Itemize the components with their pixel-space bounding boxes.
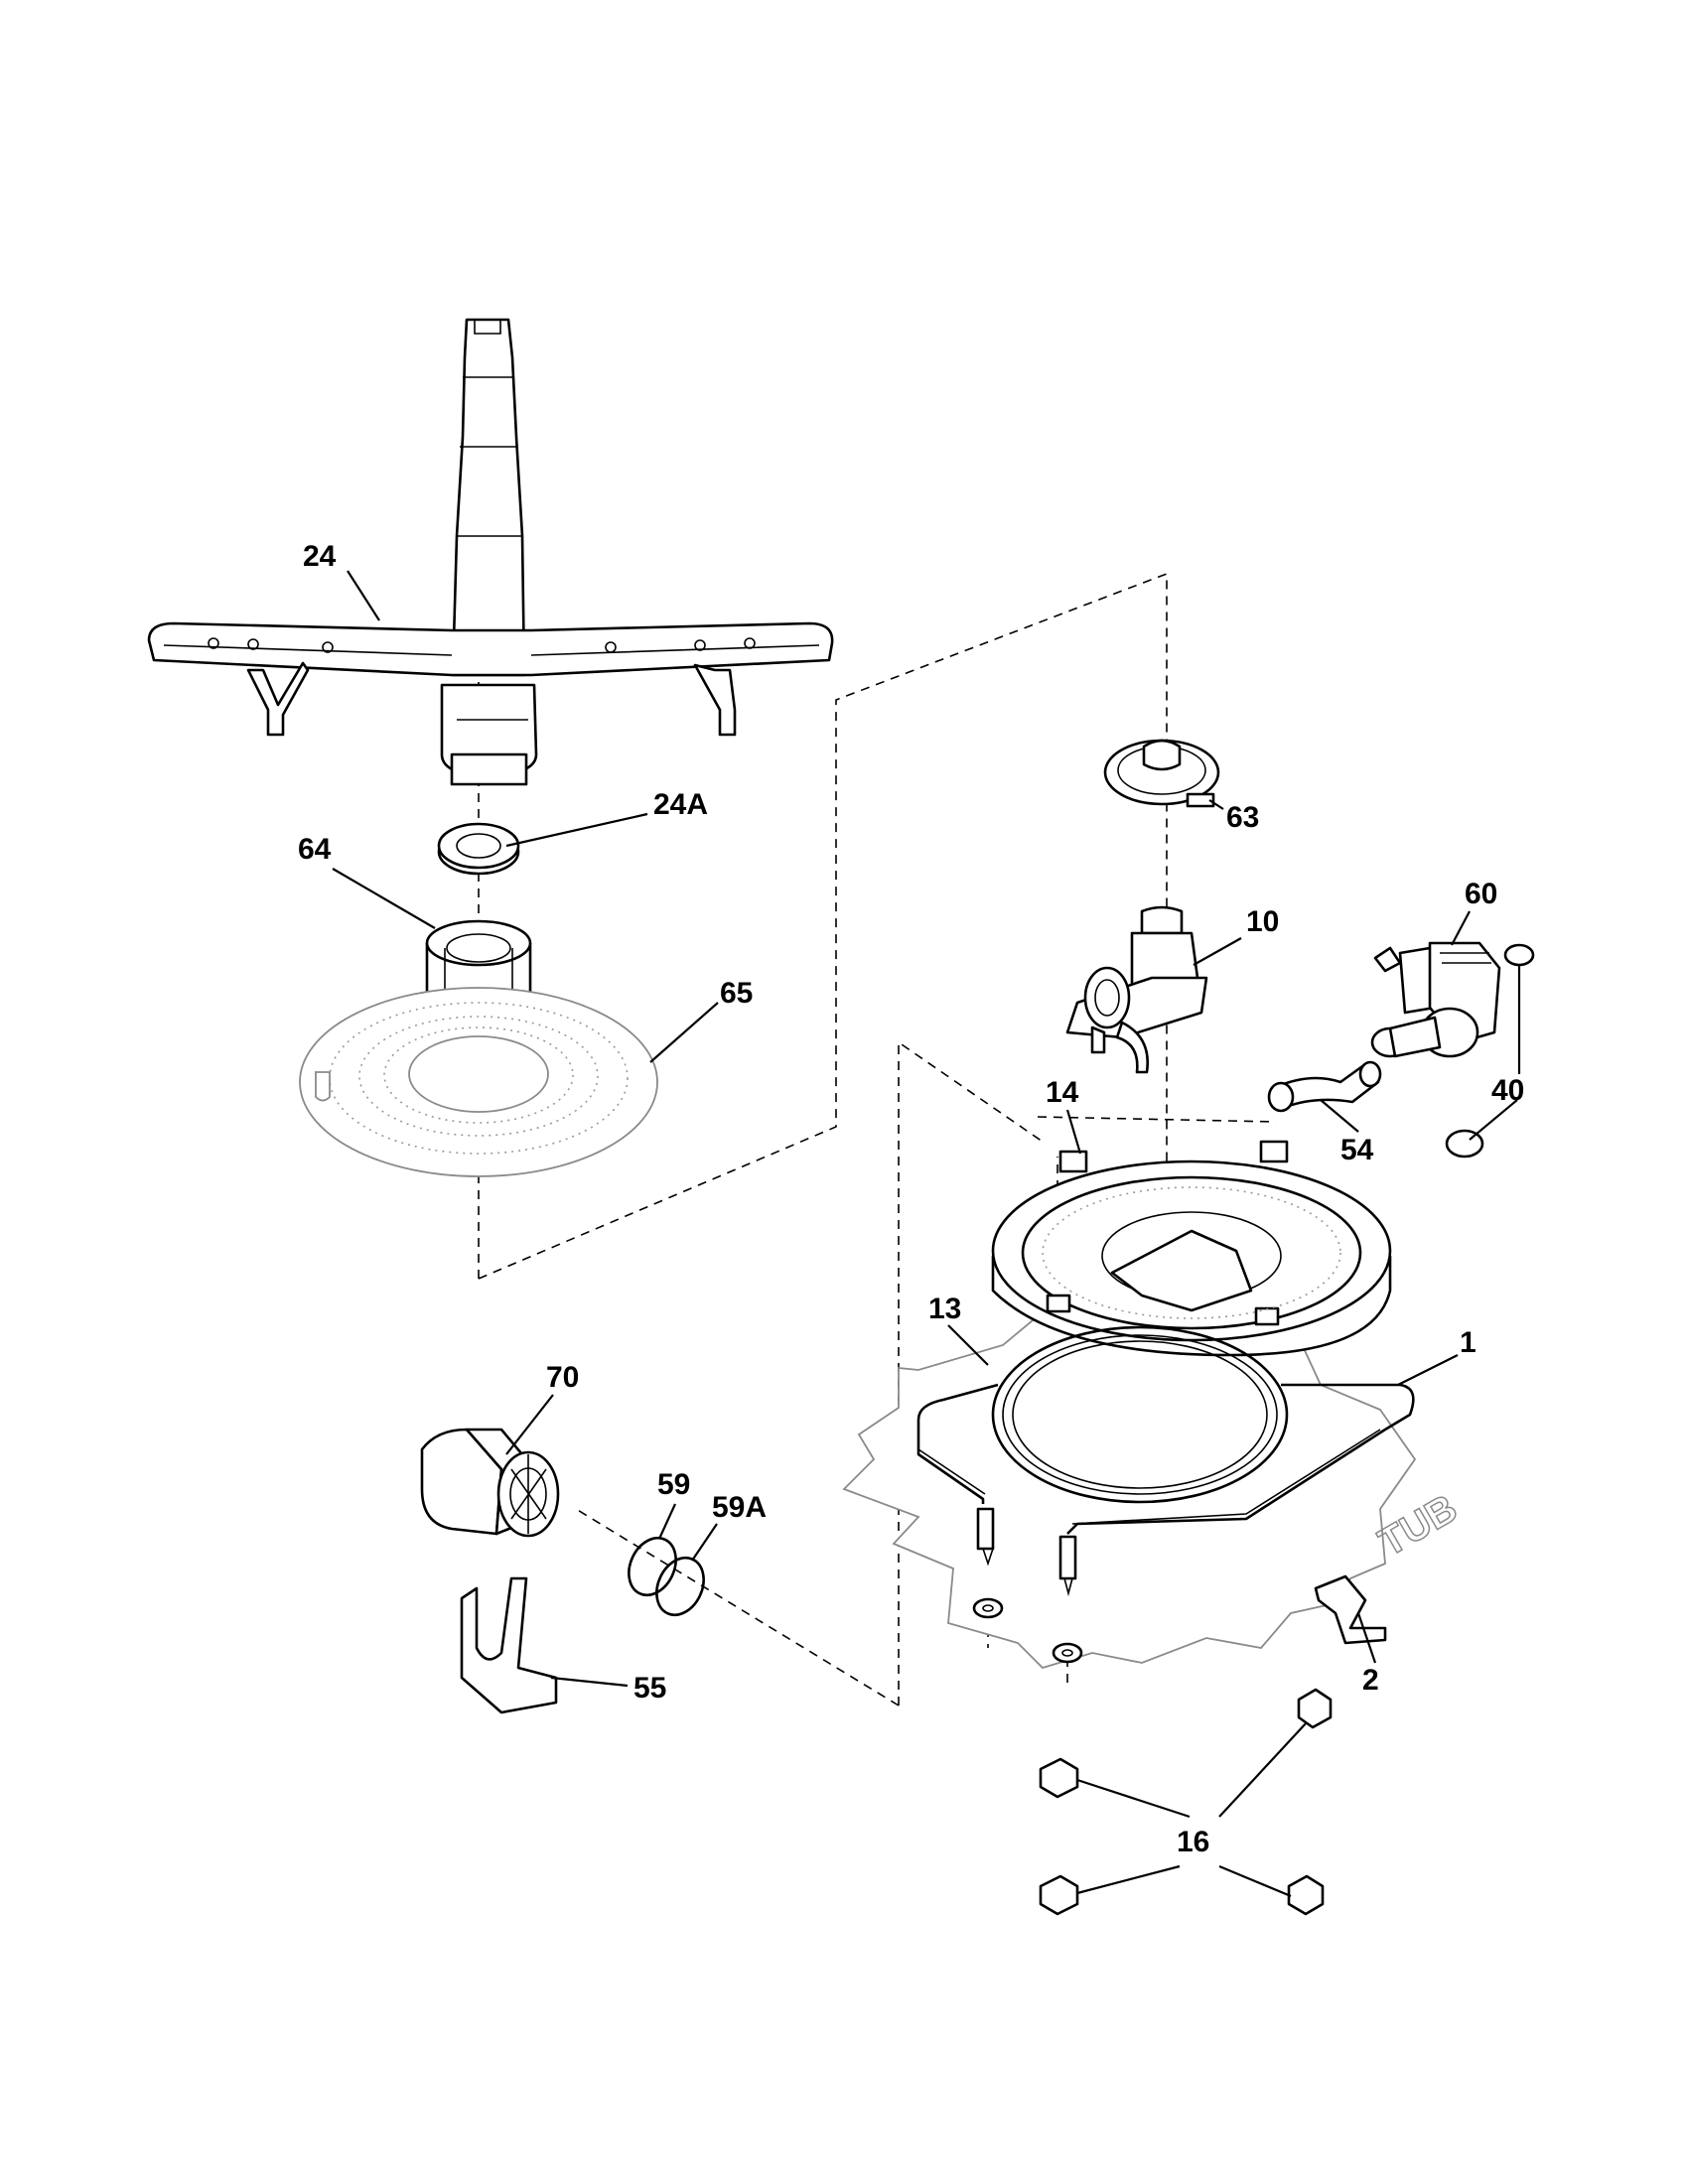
sump-ring-part-14 (991, 1140, 1392, 1357)
callout-leaders (332, 570, 1521, 1898)
callout-14: 14 (1046, 1076, 1079, 1109)
callout-24: 24 (303, 540, 337, 573)
callout-64: 64 (298, 833, 332, 866)
part-63-cap (1103, 739, 1220, 808)
callout-labels: 24 24A 64 65 63 10 60 40 54 14 13 1 70 5… (298, 540, 1524, 1858)
hose-part-54 (1267, 1060, 1382, 1113)
callout-63: 63 (1226, 801, 1259, 834)
motor-part-70 (420, 1428, 560, 1538)
gasket-part-13 (991, 1325, 1289, 1504)
callout-65: 65 (720, 977, 753, 1010)
callout-59a: 59A (712, 1491, 767, 1524)
callout-24a: 24A (653, 788, 708, 821)
callout-10: 10 (1246, 905, 1279, 938)
callout-54: 54 (1340, 1134, 1374, 1166)
heater-part-1 (916, 1383, 1415, 1597)
feet-part-16 (1039, 1688, 1333, 1916)
callout-70: 70 (546, 1361, 579, 1394)
callout-16: 16 (1177, 1826, 1209, 1858)
washers (972, 1597, 1083, 1664)
spray-arm-part-24 (147, 318, 834, 786)
filter-plate-part-65 (299, 987, 658, 1177)
bracket-part-55 (460, 1576, 558, 1714)
callout-59: 59 (657, 1468, 690, 1501)
pump-part-10 (1065, 905, 1208, 1074)
drain-pump-part-60 (1370, 941, 1501, 1058)
spray-arm-nozzles (208, 637, 756, 653)
callout-13: 13 (928, 1293, 961, 1325)
callout-2: 2 (1362, 1664, 1379, 1697)
bearing-ring-part-24a (437, 822, 520, 876)
callout-40: 40 (1491, 1074, 1524, 1107)
callout-60: 60 (1465, 878, 1497, 910)
callout-1: 1 (1460, 1326, 1477, 1359)
callout-55: 55 (633, 1672, 666, 1705)
bracket-part-2 (1314, 1574, 1387, 1645)
